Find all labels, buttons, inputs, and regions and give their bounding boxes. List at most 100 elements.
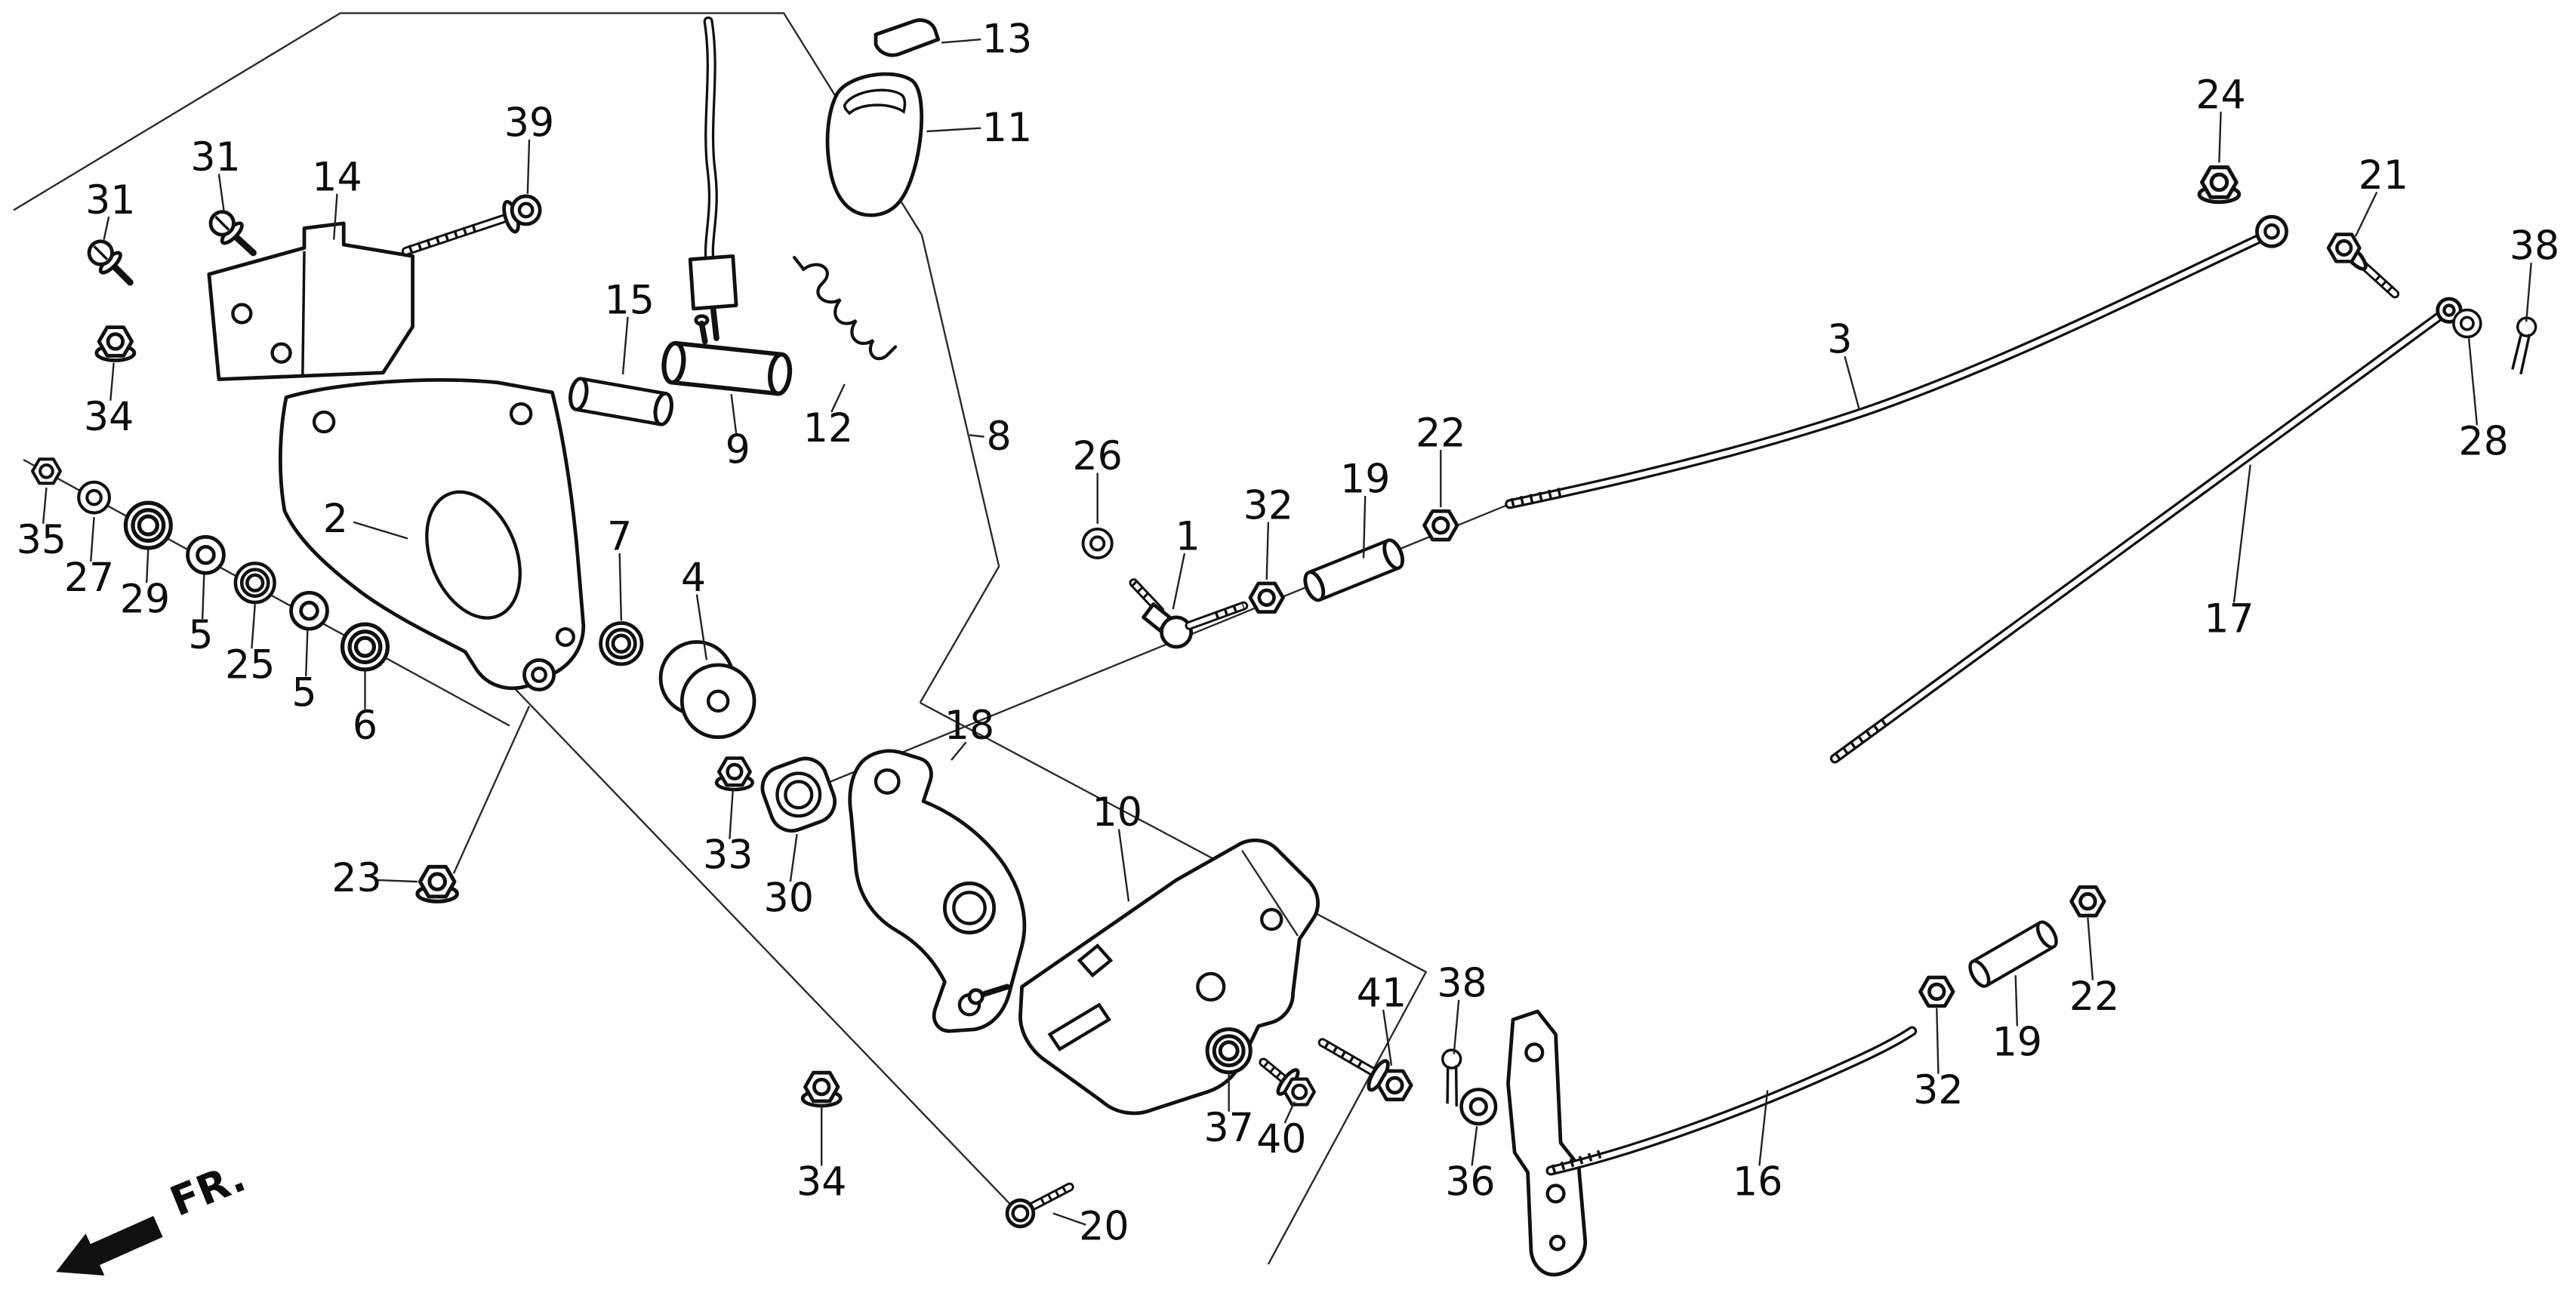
part-41-flange-bolt [1317,1038,1411,1099]
part-callout-29: 29 [120,577,170,622]
part-callout-8: 8 [987,414,1012,460]
part-callout-23: 23 [331,856,381,901]
part-callout-1: 1 [1176,515,1200,560]
part-20-screw [1005,1182,1074,1229]
part-24-flange-nut [2199,168,2239,202]
part-callout-40: 40 [1256,1117,1306,1162]
leader-line-part-2 [353,521,408,540]
part-31-screw-lower [87,239,134,286]
part-callout-14: 14 [312,155,362,200]
part-33-flange-nut [716,758,753,790]
part-17-change-rod [1829,297,2463,764]
part-callout-6: 6 [353,703,377,749]
part-callout-2: 2 [323,497,348,542]
part-34-flange-nut-lower [803,1073,840,1106]
leader-line-part-41 [1382,1009,1393,1066]
leader-line-part-3 [1844,356,1861,411]
part-36-washer [1462,1089,1496,1123]
part-3-shift-rod [1505,214,2288,509]
part-callout-19: 19 [1340,457,1390,503]
leader-line-part-18 [951,741,967,761]
part-1-ball-joint-bolt [1129,578,1249,649]
part-callout-30: 30 [764,876,814,921]
part-9-pivot-tube [662,314,791,395]
part-callout-17: 17 [2204,596,2254,642]
part-callout-32: 32 [1243,483,1293,528]
leader-line-part-16 [1758,1090,1769,1166]
part-callout-4: 4 [681,556,706,601]
upper-box-edge [13,12,923,235]
leader-line-part-5 [304,630,309,677]
part-2-lever-bracket-plate [278,378,586,692]
part-callout-32: 32 [1913,1068,1963,1113]
part-callout-5: 5 [188,613,213,658]
part-callout-10: 10 [1092,790,1142,836]
part-13-knob-cap [874,18,941,57]
lever-clevis [688,254,738,311]
part-callout-20: 20 [1079,1204,1129,1249]
part-5-washer-a [188,537,224,573]
leader-line-part-23 [376,879,418,883]
part-22-nut-upper [1425,511,1458,540]
fr-arrow-icon [56,1216,163,1276]
leader-line-part-5 [201,574,205,620]
part-callout-28: 28 [2458,420,2508,465]
part-12-return-spring [793,255,898,361]
part-27-washer [79,482,109,513]
leader-line-part-28 [2467,337,2479,426]
part-callout-33: 33 [703,833,753,879]
fr-label: FR. [164,1153,252,1226]
leader-line-part-7 [618,553,623,621]
part-5-washer-b [291,593,328,629]
part-32-nut-upper [1250,583,1283,612]
leader-line-part-19 [2014,975,2019,1027]
part-callout-22: 22 [2069,974,2119,1020]
part-callout-38: 38 [1437,961,1487,1006]
part-8-assembly-edge [919,234,1000,703]
part-callout-41: 41 [1357,971,1407,1016]
leader-line-part-32 [1265,522,1270,580]
leader-line-part-29 [145,548,149,583]
leader-line-part-31 [103,216,110,240]
leader-line-part-10 [1117,829,1130,902]
part-callout-25: 25 [225,642,275,688]
leader-line-part-35 [42,487,48,525]
part-callout-39: 39 [504,101,554,146]
part-callout-31: 31 [85,178,135,223]
leader-line-part-39 [526,139,531,194]
part-callout-19: 19 [1992,1020,2042,1066]
leader-line-part-17 [2232,464,2251,603]
leader-line-part-19 [1362,495,1367,559]
lower-box-edge-right [920,701,1428,1265]
part-callout-38: 38 [2510,224,2559,269]
part-35-nut [32,459,60,483]
part-callout-27: 27 [64,556,114,601]
lower-box-edge-left [505,679,1028,1223]
part-callout-35: 35 [17,518,66,563]
part-19-joint-tube-lower [1966,919,2060,990]
part-39-bolt [401,194,542,256]
part-25-collar [236,563,275,602]
part-32-nut-lower [1920,977,1953,1006]
part-4-roller [658,640,756,740]
part-16-change-rod [1545,1026,1918,1176]
part-callout-9: 9 [726,427,750,472]
leader-line-part-11 [926,127,981,133]
fr-direction-indicator: FR. [56,1153,252,1276]
part-callout-3: 3 [1827,318,1852,363]
part-11-shift-knob [825,72,924,217]
part-callout-24: 24 [2195,73,2245,119]
part-30-rubber-bushing [760,756,837,833]
leader-line-part-30 [789,833,798,882]
leader-line-part-27 [90,517,95,562]
part-callout-36: 36 [1445,1160,1495,1205]
part-callout-13: 13 [982,17,1032,63]
part-31-screw-upper [208,210,257,257]
part-callout-34: 34 [797,1160,846,1205]
part-18-pivot-bracket [848,749,1027,1033]
leader-line-part-38 [1453,999,1460,1054]
part-6-bushing-washer [343,624,388,669]
